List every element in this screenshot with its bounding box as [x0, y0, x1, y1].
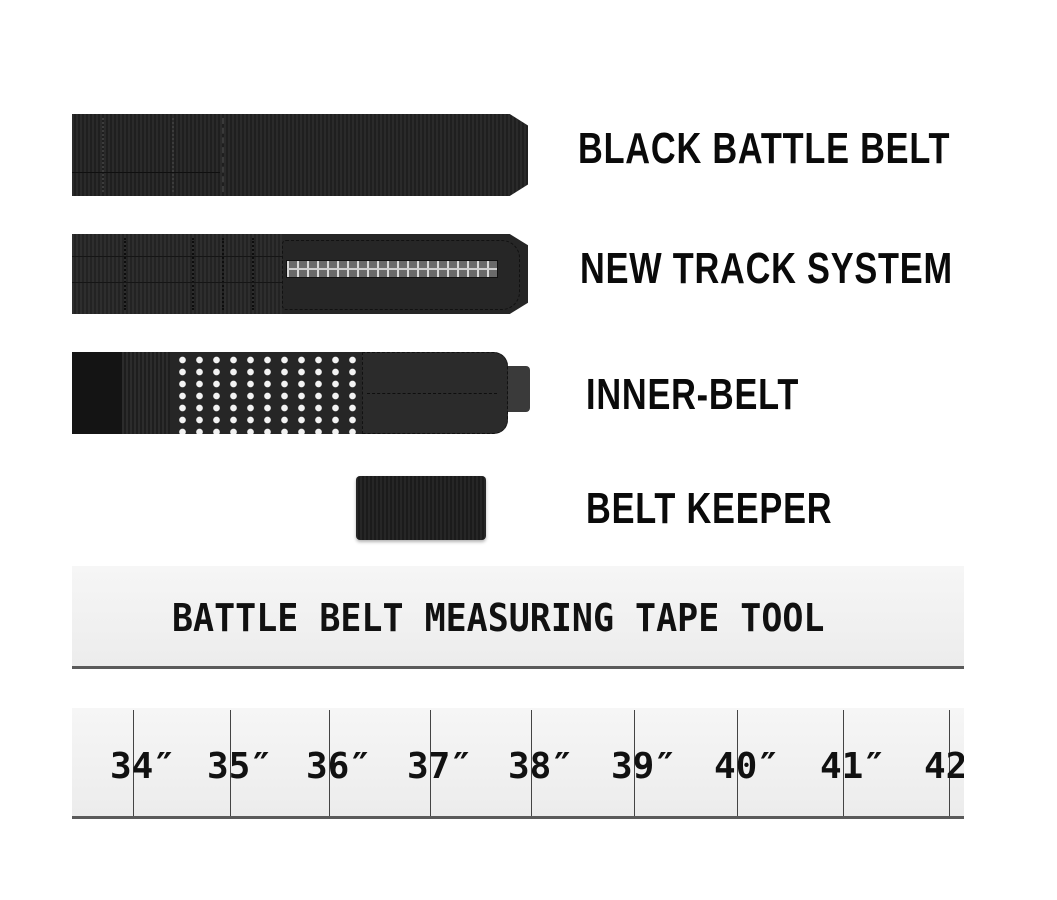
size-mark-39: 39″: [611, 746, 677, 787]
measuring-tape-scale: 34″ 35″ 36″ 37″ 38″ 39″ 40″ 41″ 42: [72, 708, 964, 819]
tick-mark: [329, 710, 330, 816]
size-mark-36: 36″: [306, 746, 372, 787]
belt-webbing: [72, 234, 282, 314]
perforated-panel: [170, 352, 362, 434]
tick-mark: [634, 710, 635, 816]
black-battle-belt-label: BLACK BATTLE BELT: [578, 124, 951, 173]
measuring-tape-title: BATTLE BELT MEASURING TAPE TOOL: [172, 596, 825, 640]
measuring-tape-title-strip: BATTLE BELT MEASURING TAPE TOOL: [72, 566, 964, 669]
belt-keeper-image: [356, 476, 486, 540]
belt-band: [122, 352, 170, 434]
belt-tail: [508, 366, 530, 412]
tick-mark: [949, 710, 950, 816]
size-mark-41: 41″: [820, 746, 886, 787]
tick-mark: [430, 710, 431, 816]
tick-mark: [230, 710, 231, 816]
belt-sleeve: [362, 352, 508, 434]
stitch-line: [102, 118, 104, 192]
size-mark-38: 38″: [508, 746, 574, 787]
inner-belt-image: [72, 352, 530, 434]
track-system-belt-image: [72, 234, 528, 314]
size-mark-34: 34″: [110, 746, 176, 787]
stitch-line: [172, 118, 174, 192]
size-mark-42: 42: [924, 746, 964, 787]
new-track-system-label: NEW TRACK SYSTEM: [580, 244, 953, 293]
size-mark-35: 35″: [207, 746, 273, 787]
size-mark-40: 40″: [714, 746, 780, 787]
tick-mark: [737, 710, 738, 816]
tick-mark: [843, 710, 844, 816]
belt-flap: [72, 118, 224, 192]
track-panel: [282, 240, 520, 310]
ratchet-track: [286, 260, 498, 278]
velcro-section: [72, 352, 122, 434]
belt-keeper-label: BELT KEEPER: [586, 484, 833, 533]
tick-mark: [531, 710, 532, 816]
black-battle-belt-image: [72, 114, 528, 196]
size-mark-37: 37″: [407, 746, 473, 787]
inner-belt-label: INNER-BELT: [586, 370, 800, 419]
tick-mark: [133, 710, 134, 816]
